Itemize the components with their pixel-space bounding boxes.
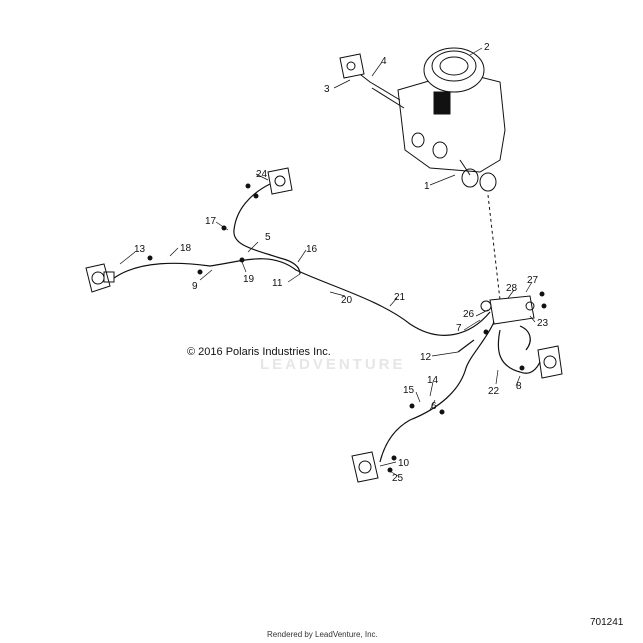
callout-20: 20 xyxy=(341,295,353,306)
callout-12: 12 xyxy=(420,352,432,363)
callout-8: 8 xyxy=(516,381,522,392)
leader-lines xyxy=(119,47,536,477)
left-caliper xyxy=(85,263,115,293)
callout-27: 27 xyxy=(527,275,539,286)
callout-9: 9 xyxy=(192,281,198,292)
callout-17: 17 xyxy=(205,216,217,227)
callout-7: 7 xyxy=(456,323,462,334)
callout-16: 16 xyxy=(306,244,318,255)
callout-5: 5 xyxy=(265,232,271,243)
callout-11: 11 xyxy=(272,278,283,289)
callout-13: 13 xyxy=(134,244,146,255)
upper-bracket xyxy=(267,167,293,195)
callout-6: 6 xyxy=(431,401,437,412)
master-cylinder xyxy=(339,47,506,192)
callout-14: 14 xyxy=(427,375,439,386)
fasteners xyxy=(147,183,547,473)
callout-23: 23 xyxy=(537,318,549,329)
callout-19: 19 xyxy=(243,274,255,285)
callout-22: 22 xyxy=(488,386,500,397)
callout-21: 21 xyxy=(394,292,406,303)
right-caliper xyxy=(537,345,563,379)
callout-3: 3 xyxy=(324,84,330,95)
copyright-notice: © 2016 Polaris Industries Inc. xyxy=(187,346,331,358)
callout-25: 25 xyxy=(392,473,404,484)
callout-2: 2 xyxy=(484,42,490,53)
rear-caliper xyxy=(351,451,379,483)
diagram-number: 701241 xyxy=(590,617,624,628)
brake-lines xyxy=(113,183,541,463)
callout-28: 28 xyxy=(506,283,518,294)
brake-junction-block xyxy=(480,295,535,325)
callout-4: 4 xyxy=(381,56,387,67)
callout-15: 15 xyxy=(403,385,415,396)
callout-26: 26 xyxy=(463,309,475,320)
watermark: LEADVENTURE xyxy=(260,356,406,373)
rendered-by-credit: Rendered by LeadVenture, Inc. xyxy=(267,630,378,639)
callout-10: 10 xyxy=(398,458,410,469)
callout-1: 1 xyxy=(424,181,430,192)
callout-24: 24 xyxy=(256,169,268,180)
callout-18: 18 xyxy=(180,243,192,254)
